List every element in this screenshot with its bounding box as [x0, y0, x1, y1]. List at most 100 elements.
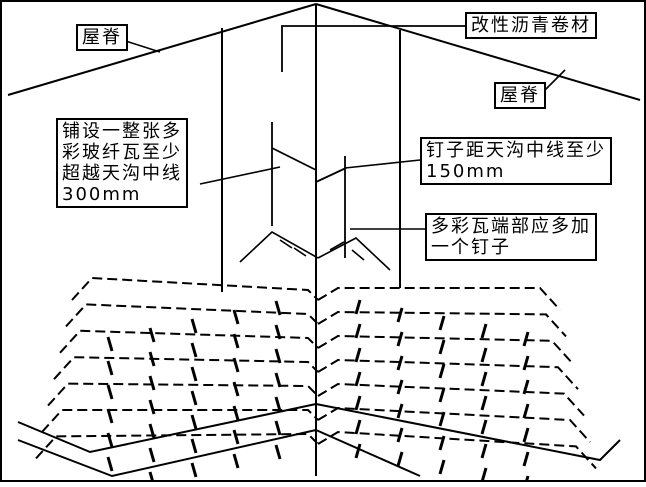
shingle-tab-mark [522, 403, 530, 419]
shingle-tab-mark [354, 299, 362, 315]
shingle-tab-mark [354, 323, 362, 339]
nail-marks [271, 25, 465, 258]
shingle-cap [239, 231, 391, 271]
shingle-tab-mark [396, 403, 404, 419]
leader-lines [109, 35, 566, 230]
shingle-tab-mark [438, 363, 446, 379]
shingle-course-left [59, 329, 319, 354]
shingle-tab-mark [190, 414, 198, 430]
shingle-tab-mark [232, 429, 240, 445]
shingle-tab-mark [106, 360, 114, 376]
shingle-tab-mark [480, 347, 488, 363]
shingle-tab-mark [396, 379, 404, 395]
shingle-tab-mark [438, 315, 446, 331]
shingle-tab-mark [106, 408, 114, 424]
shingle-tab-mark [148, 399, 156, 415]
shingle-tab-mark [396, 307, 404, 323]
shingle-tab-mark [274, 396, 282, 412]
shingle-tab-mark [148, 447, 156, 463]
cap-right [317, 237, 391, 271]
shingle-tab-mark [438, 339, 446, 355]
shingle-tab-mark [274, 372, 282, 388]
shingle-tab-mark [396, 427, 404, 443]
label-extra-nail: 多彩瓦端部应多加 一个钉子 [425, 213, 597, 261]
shingle-tab-mark [190, 318, 198, 334]
shingle-course-left [35, 432, 319, 460]
shingle-tab-mark [480, 419, 488, 435]
shingle-tab-mark [232, 405, 240, 421]
shingle-tab-mark [274, 348, 282, 364]
shingle-tab-mark [354, 371, 362, 387]
eave-right [315, 403, 621, 462]
label-ridge-left: 屋脊 [76, 24, 128, 51]
shingle-tab-mark [354, 443, 362, 459]
shingle-tab-mark [232, 453, 240, 469]
shingle-tab-mark [274, 444, 282, 460]
shingle-tab-mark [232, 357, 240, 373]
leader-membrane [281, 25, 465, 72]
valley-base [17, 403, 621, 478]
ridge-line-right [315, 3, 641, 101]
cap-left [239, 231, 319, 263]
label-membrane: 改性沥青卷材 [465, 12, 597, 39]
shingle-course-right [317, 406, 591, 443]
shingle-course-left [53, 356, 319, 380]
shingle-tab-mark [480, 467, 488, 483]
shingle-tab-mark [522, 355, 530, 371]
shingle-tab-mark [190, 342, 198, 358]
label-shingle-over: 铺设一整张多 彩玻纤瓦至少 超越天沟中线 300mm [56, 118, 188, 208]
shingle-tab-mark [522, 331, 530, 347]
shingle-tab-mark [190, 462, 198, 478]
shingle-course-left [71, 276, 319, 301]
shingle-course-right [317, 310, 567, 338]
shingle-tab-mark [480, 323, 488, 339]
shingle-course-right [317, 382, 585, 417]
shingle-tab-mark [148, 327, 156, 343]
leader-ridge-right [544, 69, 566, 91]
shingle-tab-mark [190, 390, 198, 406]
shingle-course-left [65, 303, 319, 328]
shingle-tab-mark [232, 309, 240, 325]
label-ridge-right: 屋脊 [494, 82, 546, 109]
shingle-course-right [317, 358, 579, 390]
shingle-tab-mark [354, 347, 362, 363]
eave-left [17, 403, 317, 454]
shingle-tab-mark [522, 427, 530, 443]
shingle-course-left [41, 409, 319, 433]
cap-hatch [279, 239, 365, 261]
leader-shingle-over [199, 166, 281, 185]
shingle-tab-mark [480, 443, 488, 459]
membrane-strip [221, 28, 401, 292]
shingle-tab-mark [190, 438, 198, 454]
label-nail-distance: 钉子距天沟中线至少 150mm [420, 137, 612, 185]
nail-head-2 [315, 167, 347, 183]
shingle-tab-mark [354, 419, 362, 435]
shingle-tab-mark [274, 420, 282, 436]
shingle-tab-mark [438, 459, 446, 475]
shingle-tab-mark [354, 395, 362, 411]
shingle-tab-mark [106, 384, 114, 400]
shingle-tab-mark [106, 336, 114, 352]
shingle-tab-mark [480, 395, 488, 411]
shingle-tab-mark [274, 300, 282, 316]
leader-nail-distance [344, 159, 421, 169]
roof-outline [7, 3, 641, 470]
shingle-course-right [317, 287, 561, 311]
shingle-tab-mark [522, 451, 530, 467]
shingle-tab-mark [480, 371, 488, 387]
ridge-line-left [7, 3, 317, 96]
shingle-tab-mark [396, 355, 404, 371]
shingle-tab-mark [106, 456, 114, 472]
shingle-course-left [47, 382, 319, 407]
fascia-right [315, 429, 421, 477]
shingle-tab-mark [190, 366, 198, 382]
shingle-tab-mark [396, 331, 404, 347]
shingle-tab-mark [438, 387, 446, 403]
nail-head-1 [271, 147, 317, 171]
shingle-tab-mark [232, 381, 240, 397]
fascia-left [17, 429, 317, 478]
shingle-tab-mark [396, 451, 404, 467]
